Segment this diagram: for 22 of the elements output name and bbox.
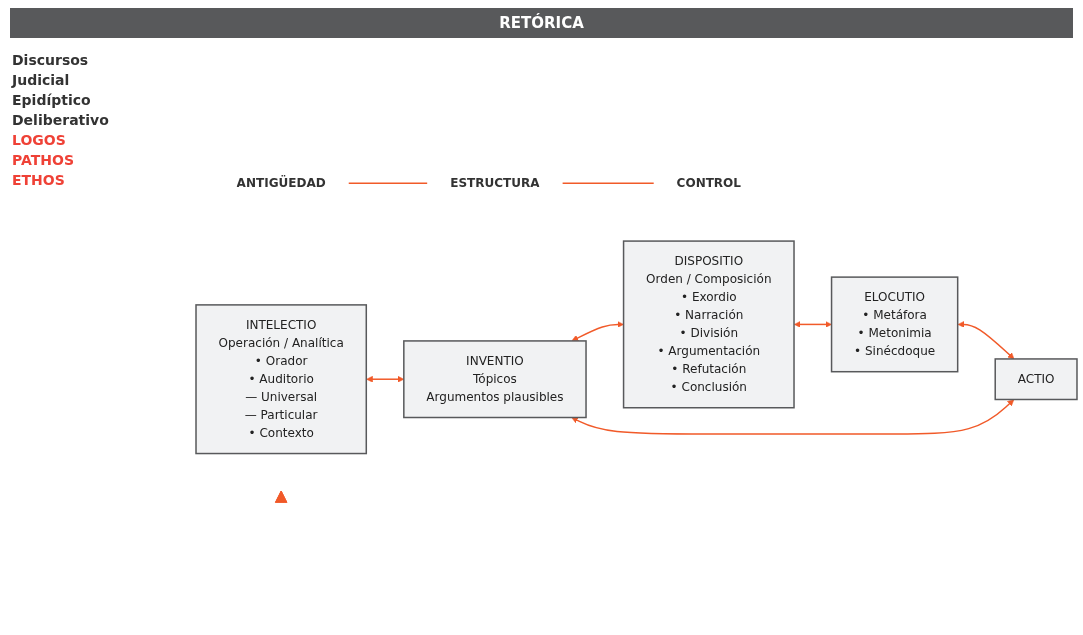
appeal-label: ETHOS — [12, 172, 66, 188]
appeal-label: LOGOS — [12, 132, 67, 148]
node-box: ELOCUTIO • Metáfora • Metonimia • Sinécdoque — [830, 276, 959, 373]
node-text: ANTIGÜEDAD — [236, 176, 326, 191]
text-label: Deliberativo — [12, 112, 110, 128]
connector — [561, 182, 655, 185]
node-box: INVENTIO Tópicos Argumentos plausibles — [403, 340, 587, 419]
node-box: ACTIO — [994, 358, 1078, 401]
appeal-label: PATHOS — [12, 152, 75, 168]
text-label: Judicial — [12, 72, 71, 88]
node-box: INTELECTIO Operación / Analítica • Orador • Auditorio — Universal — Particular • Contexto — [195, 304, 368, 455]
arrow — [571, 321, 624, 342]
connector — [347, 182, 429, 185]
node-box: DISPOSITIO Orden / Composición • Exordio • Narración • División • Argumentación • Refutación • Conclusión — [622, 240, 795, 409]
text-label: Epidíptico — [12, 92, 92, 108]
arrow — [794, 321, 832, 329]
arrow — [571, 399, 1015, 436]
arrow — [957, 321, 1015, 360]
title-bar: RETÓRICA — [10, 8, 1073, 38]
node-text: CONTROL — [676, 176, 741, 191]
text-label: Discursos — [12, 52, 90, 68]
node-text: ESTRUCTURA — [450, 176, 540, 191]
